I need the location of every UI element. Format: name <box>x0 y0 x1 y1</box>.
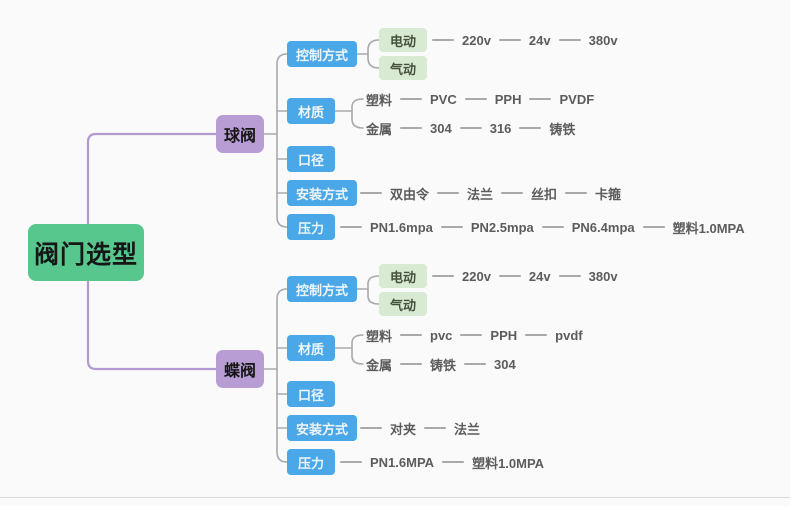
link-dash <box>442 461 465 463</box>
link-dash <box>498 275 521 277</box>
topic-ball-installation[interactable]: 安装方式 <box>287 180 357 206</box>
topic-ball-material[interactable]: 材质 <box>287 98 335 124</box>
link-dash <box>525 334 548 336</box>
link-dash <box>460 334 483 336</box>
leaf-node[interactable]: 塑料 <box>366 328 393 344</box>
link-dash <box>360 427 382 429</box>
leaf-node[interactable]: 380v <box>588 268 618 284</box>
leaf-node[interactable]: 铸铁 <box>430 357 457 373</box>
leaf-node[interactable]: 220v <box>462 32 491 48</box>
link-dash <box>459 127 482 129</box>
link-dash <box>498 39 521 41</box>
branch-node-ball-valve[interactable]: 球阀 <box>216 115 264 153</box>
link-dash <box>464 98 487 100</box>
link-dash <box>400 98 423 100</box>
link-dash <box>565 192 588 194</box>
link-dash <box>400 363 423 365</box>
leaf-node[interactable]: 对夹 <box>390 421 417 437</box>
link-dash <box>558 39 581 41</box>
leaf-node[interactable]: 双由令 <box>390 186 430 202</box>
leaf-node[interactable]: 塑料 <box>366 92 393 108</box>
leaf-node[interactable]: PVDF <box>559 91 595 107</box>
topic-butterfly-diameter[interactable]: 口径 <box>287 381 335 407</box>
leaf-node[interactable]: PPH <box>490 327 518 343</box>
link-dash <box>519 127 542 129</box>
leaf-node[interactable]: 法兰 <box>467 186 494 202</box>
topic-ball-pressure[interactable]: 压力 <box>287 214 335 240</box>
leaf-node[interactable]: 卡箍 <box>595 186 622 202</box>
link-dash <box>400 334 423 336</box>
leaf-node[interactable]: PN2.5mpa <box>470 219 534 235</box>
leaf-node[interactable]: PN1.6MPA <box>370 454 435 470</box>
link-dash <box>432 39 454 41</box>
leaf-node[interactable]: 法兰 <box>454 421 481 437</box>
chain-ball-metal-materials: 金属 304 316 铸铁 <box>366 119 575 137</box>
leaf-node[interactable]: 24v <box>528 268 551 284</box>
link-dash <box>558 275 581 277</box>
leaf-node[interactable]: PN6.4mpa <box>571 219 635 235</box>
leaf-node[interactable]: 丝扣 <box>531 186 558 202</box>
leaf-node[interactable]: pvdf <box>555 327 583 343</box>
leaf-node[interactable]: PN1.6mpa <box>370 219 433 235</box>
link-dash <box>432 275 454 277</box>
leaf-node[interactable]: 304 <box>494 356 516 372</box>
subtopic-butterfly-electric[interactable]: 电动 <box>379 264 427 288</box>
leaf-node[interactable]: 316 <box>489 120 512 136</box>
leaf-node[interactable]: PVC <box>430 91 457 107</box>
link-dash <box>400 127 423 129</box>
subtopic-ball-electric[interactable]: 电动 <box>379 28 427 52</box>
link-dash <box>360 192 382 194</box>
leaf-node[interactable]: 塑料1.0MPA <box>472 455 545 471</box>
leaf-node[interactable]: 金属 <box>366 121 393 137</box>
chain-butterfly-electric-voltages: 220v 24v 380v <box>432 267 618 285</box>
leaf-node[interactable]: 24v <box>528 32 551 48</box>
link-dash <box>501 192 524 194</box>
leaf-node[interactable]: 铸铁 <box>549 121 576 137</box>
link-dash <box>642 226 665 228</box>
topic-butterfly-control-mode[interactable]: 控制方式 <box>287 276 357 302</box>
chain-butterfly-installation: 对夹 法兰 <box>360 419 480 437</box>
leaf-node[interactable]: 304 <box>430 120 452 136</box>
leaf-node[interactable]: PPH <box>494 91 522 107</box>
leaf-node[interactable]: 380v <box>588 32 618 48</box>
topic-butterfly-installation[interactable]: 安装方式 <box>287 415 357 441</box>
chain-ball-plastic-materials: 塑料 PVC PPH PVDF <box>366 90 594 108</box>
link-dash <box>424 427 447 429</box>
leaf-node[interactable]: 220v <box>462 268 491 284</box>
link-dash <box>464 363 487 365</box>
link-dash <box>529 98 552 100</box>
chain-butterfly-plastic-materials: 塑料 pvc PPH pvdf <box>366 326 583 344</box>
root-node-valve-selection[interactable]: 阀门选型 <box>28 224 144 281</box>
canvas-bottom-border <box>0 497 790 498</box>
topic-ball-control-mode[interactable]: 控制方式 <box>287 41 357 67</box>
topic-butterfly-pressure[interactable]: 压力 <box>287 449 335 475</box>
chain-butterfly-metal-materials: 金属 铸铁 304 <box>366 355 516 373</box>
link-dash <box>340 461 362 463</box>
chain-butterfly-pressure: PN1.6MPA 塑料1.0MPA <box>340 453 544 471</box>
chain-ball-installation: 双由令 法兰 丝扣 卡箍 <box>360 184 621 202</box>
link-dash <box>440 226 463 228</box>
link-dash <box>541 226 564 228</box>
leaf-node[interactable]: 金属 <box>366 357 393 373</box>
branch-node-butterfly-valve[interactable]: 蝶阀 <box>216 350 264 388</box>
topic-ball-diameter[interactable]: 口径 <box>287 146 335 172</box>
link-dash <box>437 192 460 194</box>
subtopic-ball-pneumatic[interactable]: 气动 <box>379 56 427 80</box>
leaf-node[interactable]: 塑料1.0MPA <box>672 220 745 236</box>
chain-ball-electric-voltages: 220v 24v 380v <box>432 31 618 49</box>
subtopic-butterfly-pneumatic[interactable]: 气动 <box>379 292 427 316</box>
leaf-node[interactable]: pvc <box>430 327 453 343</box>
topic-butterfly-material[interactable]: 材质 <box>287 335 335 361</box>
link-dash <box>340 226 362 228</box>
chain-ball-pressure: PN1.6mpa PN2.5mpa PN6.4mpa 塑料1.0MPA <box>340 218 745 236</box>
